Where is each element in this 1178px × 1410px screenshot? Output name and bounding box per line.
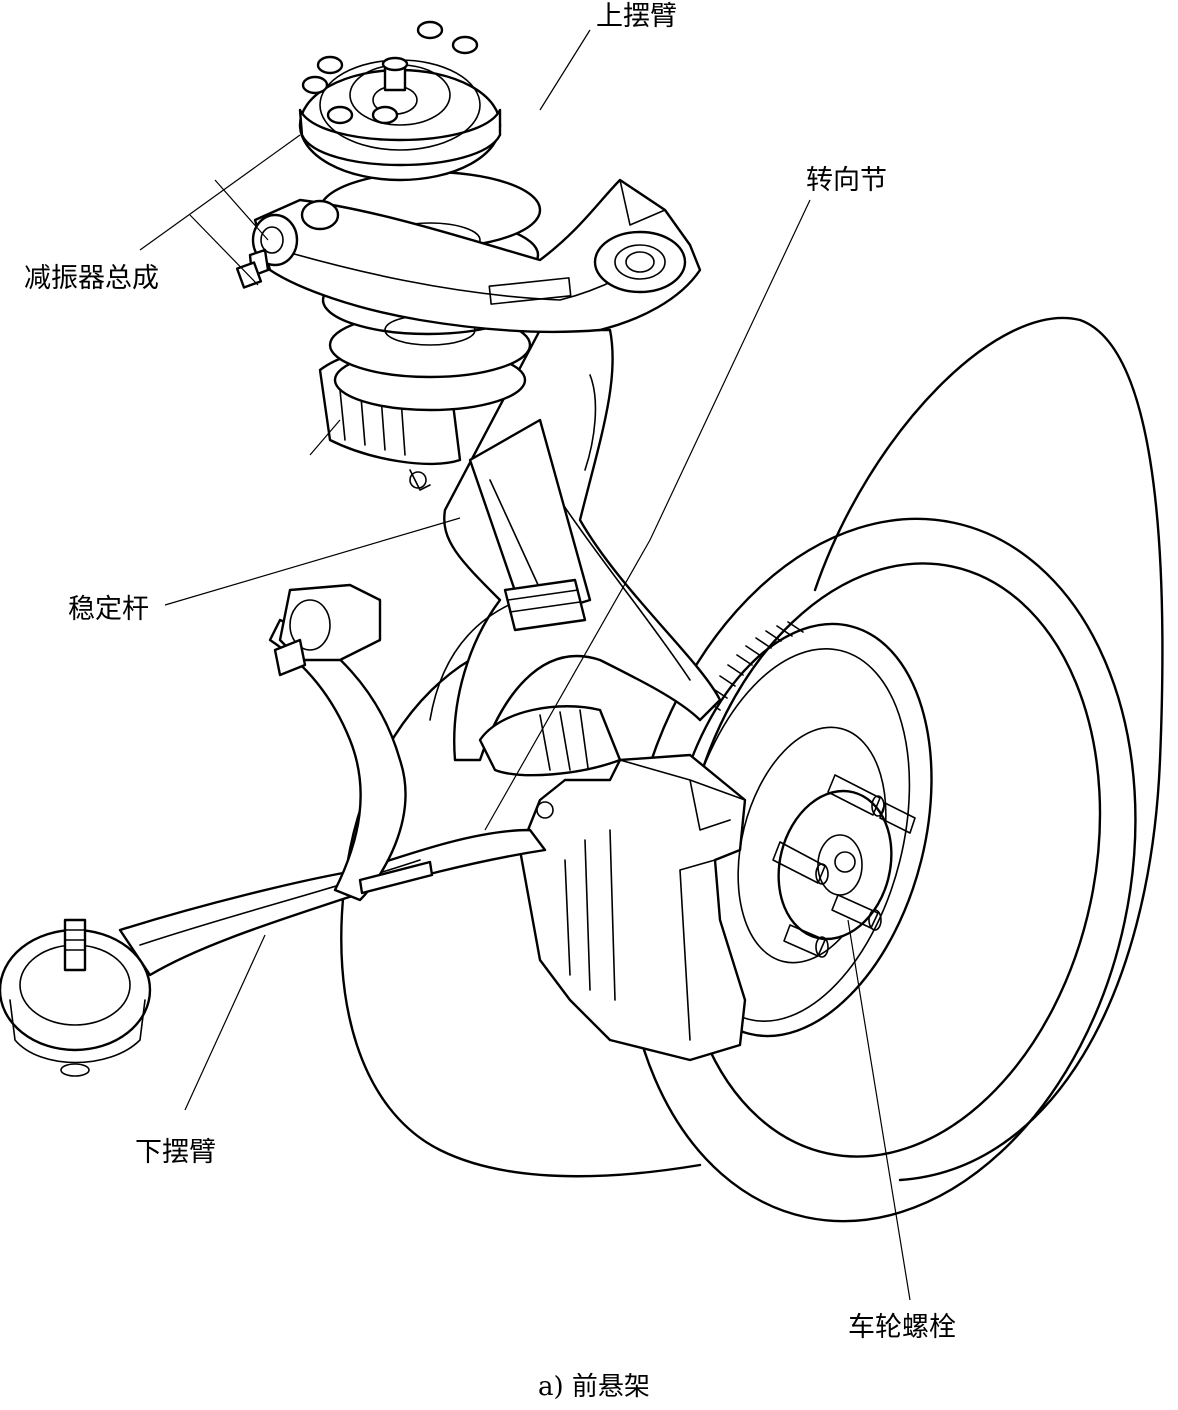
top-mount — [300, 22, 500, 180]
leader-upper-arm — [540, 30, 590, 110]
leader-lines — [140, 30, 910, 1300]
leader-wheel-bolt — [848, 920, 910, 1300]
figure-caption: a) 前悬架 — [538, 1372, 650, 1402]
label-wheel-bolt: 车轮螺栓 — [848, 1312, 956, 1343]
upper-arm — [237, 180, 700, 332]
label-shock-absorber: 减振器总成 — [24, 263, 159, 294]
wheel-bolts — [773, 775, 915, 957]
label-stabilizer-bar: 稳定杆 — [68, 594, 149, 625]
brake-disc — [628, 596, 972, 1064]
leader-bracket-extra — [310, 420, 340, 455]
shock-absorber-body — [470, 420, 620, 775]
lower-arm — [0, 585, 545, 1076]
tire — [341, 318, 1178, 1269]
brake-caliper — [520, 755, 745, 1060]
leader-mount-extra — [190, 180, 268, 285]
leader-steering-knuckle — [485, 200, 810, 830]
label-upper-arm: 上摆臂 — [596, 1, 677, 32]
leader-stabilizer-bar — [165, 518, 460, 605]
label-steering-knuckle: 转向节 — [806, 165, 887, 196]
leader-lower-arm — [185, 935, 265, 1110]
label-lower-arm: 下摆臂 — [135, 1137, 216, 1168]
leader-shock-absorber — [140, 135, 300, 250]
